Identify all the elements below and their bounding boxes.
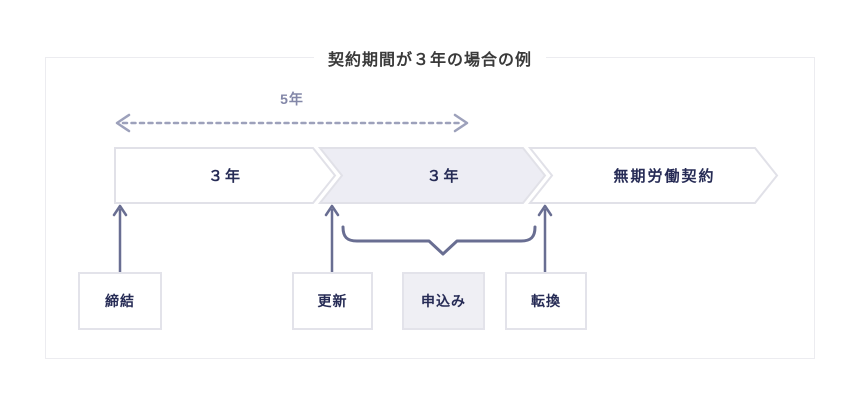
event-box-conversion: 転換	[505, 272, 587, 330]
timeline-segment-2-chevron	[317, 147, 547, 204]
timeline-segment-1-chevron	[114, 147, 337, 204]
diagram-inner: 契約期間が３年の場合の例	[45, 46, 815, 359]
span-arrowhead-right-icon	[453, 113, 469, 133]
conversion-arrow	[537, 204, 553, 274]
event-arrows	[112, 204, 553, 274]
span-arrow-label: 5年	[280, 91, 304, 107]
diagram-graphics	[112, 113, 779, 274]
renewal-arrowhead-icon	[324, 204, 340, 217]
conclusion-arrow	[112, 204, 128, 274]
conclusion-arrowhead-icon	[112, 204, 128, 217]
event-box-conclusion: 締結	[78, 272, 162, 330]
event-box-application: 申込み	[402, 272, 485, 330]
span-dashed-arrow	[115, 113, 469, 133]
event-box-renewal: 更新	[292, 272, 373, 330]
diagram-title: 契約期間が３年の場合の例	[313, 46, 547, 70]
conversion-arrowhead-icon	[537, 204, 553, 217]
span-arrowhead-left-icon	[115, 113, 131, 133]
timeline-segment-3-chevron	[527, 147, 779, 204]
renewal-arrow	[324, 204, 340, 274]
application-period-brace	[341, 225, 537, 256]
